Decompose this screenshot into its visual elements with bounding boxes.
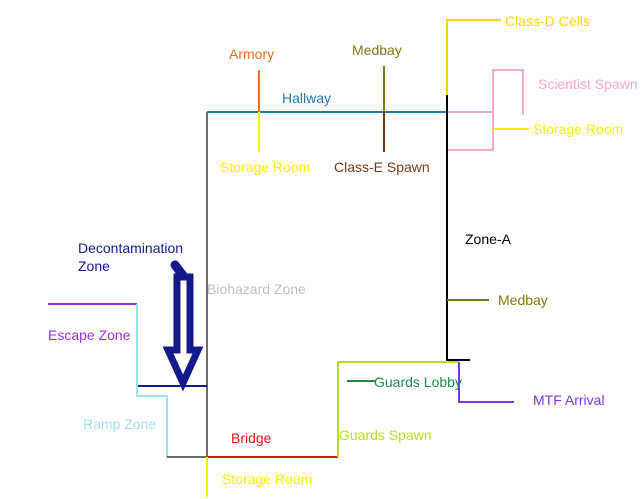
map-label-decontamination-2: Zone	[78, 258, 110, 274]
map-label-class-e-spawn: Class-E Spawn	[334, 159, 430, 175]
map-label-scientist-spawn: Scientist Spawn	[538, 76, 638, 92]
map-label-hallway: Hallway	[282, 90, 332, 106]
map-label-storage-room-top: Storage Room	[220, 159, 311, 175]
map-label-storage-room-right: Storage Room	[533, 121, 624, 137]
map-label-storage-room-bottom: Storage Room	[222, 471, 313, 487]
strokes-layer	[48, 19, 529, 497]
map-label-medbay-top: Medbay	[352, 42, 402, 58]
zone-a-right-wall	[446, 95, 470, 361]
ramp-zone-outline	[136, 304, 207, 458]
decontamination-zone-arrow	[162, 273, 204, 392]
map-label-ramp-zone: Ramp Zone	[83, 416, 157, 432]
map-label-class-d-cells: Class-D Cells	[505, 13, 590, 29]
map-label-guards-lobby: Guards Lobby	[374, 374, 462, 390]
map-label-decontamination-1: Decontamination	[78, 240, 184, 256]
scientist-spawn-outline	[447, 69, 524, 151]
map-label-zone-a: Zone-A	[465, 231, 511, 247]
mtf-arrival-line	[458, 362, 514, 403]
map-label-armory: Armory	[229, 46, 275, 62]
class-d-cells-line	[446, 19, 501, 95]
map-label-guards-spawn: Guards Spawn	[339, 427, 432, 443]
map-label-bridge: Bridge	[231, 430, 272, 446]
map-label-biohazard-zone: Biohazard Zone	[207, 281, 306, 297]
guards-spawn-outline	[337, 361, 459, 457]
map-label-medbay-right: Medbay	[498, 292, 548, 308]
map-label-mtf-arrival: MTF Arrival	[533, 392, 605, 408]
map-label-escape-zone: Escape Zone	[48, 327, 131, 343]
arrow-layer	[162, 260, 204, 392]
